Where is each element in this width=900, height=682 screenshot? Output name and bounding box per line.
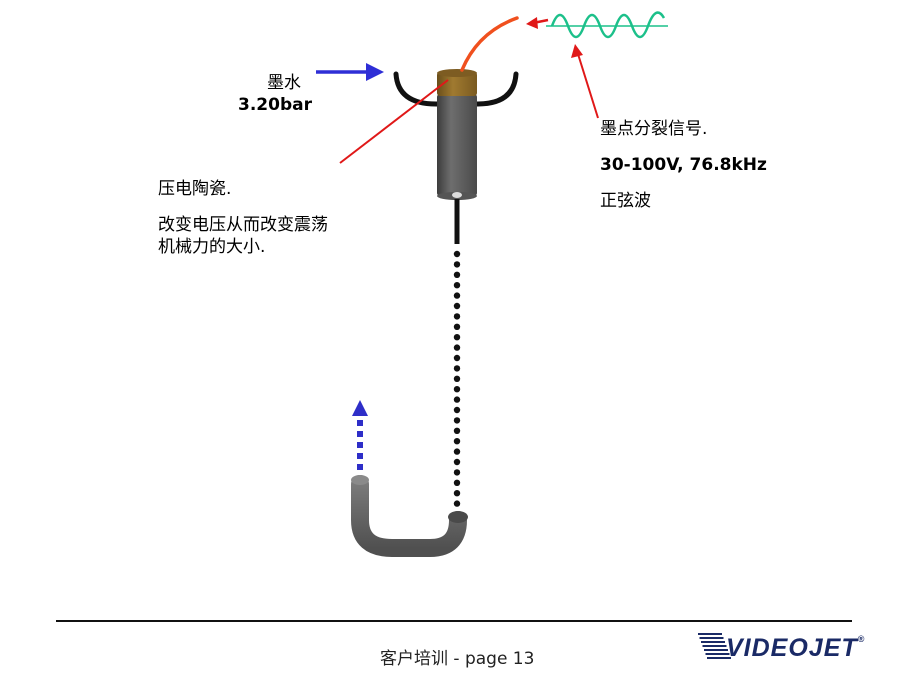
footer-page: 客户培训 - page 13 (380, 644, 534, 669)
ink-drop (453, 354, 461, 362)
videojet-logo-mark (698, 633, 731, 659)
ink-drop (453, 375, 461, 382)
ink-drop (453, 302, 461, 310)
ink-drops (453, 250, 461, 507)
ink-name: 墨水 (266, 73, 301, 93)
signal-label-pointer-head (571, 44, 583, 58)
gutter-tube (351, 475, 467, 557)
signal-spec: 30-100V, 76.8kHz (600, 155, 767, 175)
gutter-outlet (351, 475, 369, 485)
ink-inlet-arrow-head (366, 63, 384, 81)
ink-drop (453, 479, 461, 486)
ink-drop (453, 271, 461, 278)
sine-wave (550, 11, 666, 39)
ink-drop (453, 406, 461, 414)
signal-title: 墨点分裂信号. (600, 119, 708, 139)
recirculation-dash (357, 431, 363, 437)
piezo-title: 压电陶瓷. (158, 179, 232, 199)
piezo-label: 压电陶瓷. 改变电压从而改变震荡 机械力的大小. (158, 178, 328, 258)
nozzle-body (437, 94, 477, 196)
piezo-top (437, 69, 477, 77)
videojet-logo-text: VIDEOJET (726, 634, 858, 662)
ink-drop (453, 469, 461, 476)
ink-drop (453, 261, 461, 268)
ink-drop (453, 334, 461, 341)
ink-drop (453, 490, 461, 497)
ink-drop (453, 427, 461, 434)
footer-page-number: - page 13 (453, 649, 535, 669)
ink-drop (453, 448, 461, 455)
signal-wave-type: 正弦波 (600, 191, 651, 211)
ink-drop (453, 438, 461, 445)
ink-drop (453, 365, 461, 372)
ink-drop (453, 323, 461, 330)
piezo-desc-line2: 机械力的大小. (158, 237, 266, 257)
ink-drop (453, 500, 461, 507)
piezo-pointer (339, 79, 449, 164)
ink-drop (453, 292, 461, 299)
recirculation-dash (357, 442, 363, 448)
ink-drop (453, 344, 461, 351)
recirculation-dash (357, 420, 363, 426)
footer-training: 客户培训 (380, 649, 448, 669)
ink-drop (453, 458, 461, 466)
ink-drop (453, 282, 461, 289)
videojet-logo: VIDEOJET® (726, 634, 865, 663)
ink-drop (453, 386, 461, 393)
recirculation-dash (357, 464, 363, 470)
piezo-ceramic (437, 72, 477, 96)
recirculation-arrow (357, 420, 363, 470)
videojet-logo-registered: ® (857, 634, 866, 644)
ink-drop (453, 417, 461, 424)
signal-label-pointer-shaft (577, 53, 599, 119)
nozzle-orifice (452, 192, 462, 198)
ink-drop (453, 250, 461, 258)
recirculation-arrow-head (352, 400, 368, 416)
ink-pressure: 3.20bar (238, 95, 312, 115)
signal-pointer-head (526, 17, 538, 29)
ink-drop (453, 396, 461, 403)
gutter-inlet (448, 511, 468, 523)
ink-drop (453, 313, 461, 320)
ink-label: 墨水 3.20bar (238, 72, 312, 116)
piezo-desc-line1: 改变电压从而改变震荡 (158, 215, 328, 235)
signal-wire (460, 16, 519, 72)
recirculation-dash (357, 453, 363, 459)
signal-label: 墨点分裂信号. 30-100V, 76.8kHz 正弦波 (600, 118, 767, 212)
